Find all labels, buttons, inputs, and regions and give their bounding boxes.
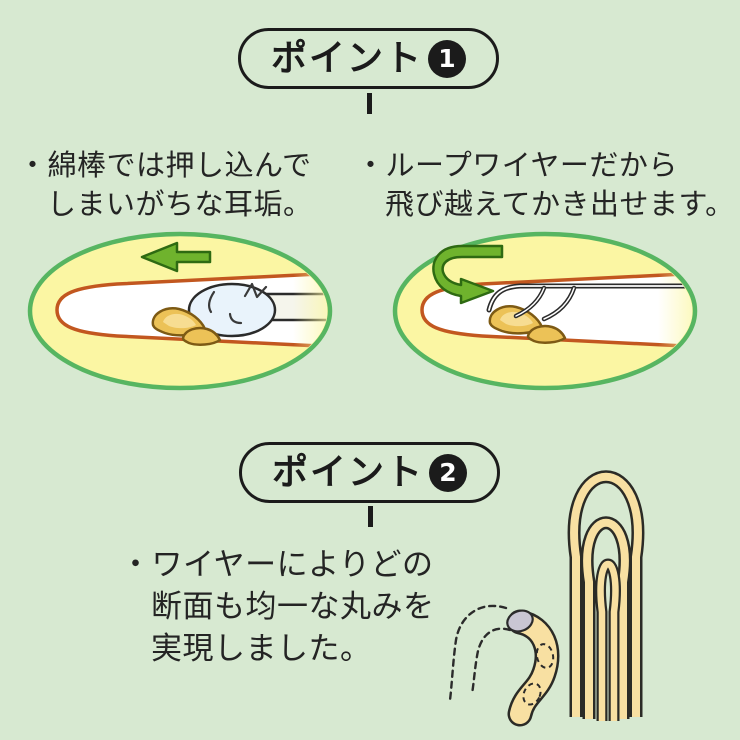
large-loop — [567, 470, 645, 717]
point1-connector-line — [367, 93, 372, 114]
note-cotton-swab: ・綿棒では押し込んで しまいがちな耳垢。 — [18, 146, 313, 224]
note-uniform-roundness-line3: 実現しました。 — [151, 631, 372, 667]
note-cotton-swab-line2: しまいがちな耳垢。 — [47, 187, 313, 221]
earwax — [151, 307, 222, 346]
note-loop-wire: ・ループワイヤーだから 飛び越えてかき出せます。 — [356, 146, 735, 224]
note-loop-wire-line2: 飛び越えてかき出せます。 — [385, 187, 735, 221]
cross-section-face — [506, 609, 534, 633]
point1-number-icon: 1 — [428, 39, 466, 78]
illustration-cotton-swab-oval — [27, 231, 333, 391]
point2-number-icon: 2 — [429, 453, 467, 492]
point1-badge: ポイント 1 — [238, 28, 499, 89]
illustration-loop-wire-oval — [392, 231, 698, 391]
illustration-nested-loop-tips — [567, 470, 645, 721]
solid-wire-tube — [507, 609, 560, 727]
medium-loop — [580, 516, 632, 719]
small-loop — [595, 558, 621, 721]
note-loop-wire-line1: ・ループワイヤーだから — [356, 148, 678, 182]
push-inward-arrow-icon — [140, 241, 212, 273]
note-uniform-roundness: ・ワイヤーによりどの 断面も均一な丸みを 実現しました。 — [120, 544, 435, 670]
note-uniform-roundness-line2: 断面も均一な丸みを — [151, 589, 435, 625]
ghost-wire-outline — [448, 604, 512, 702]
earwax — [488, 305, 567, 344]
point2-badge: ポイント 2 — [239, 442, 500, 503]
loop-wire — [486, 283, 692, 322]
swab-texture-marks — [207, 282, 268, 325]
point2-badge-label: ポイント — [271, 451, 424, 493]
hook-over-scoop-arrow-icon — [432, 244, 504, 305]
point1-badge-label: ポイント — [270, 37, 423, 79]
point2-connector-line — [368, 506, 373, 527]
note-cotton-swab-line1: ・綿棒では押し込んで — [18, 148, 312, 182]
illustration-cross-section-hook — [448, 604, 560, 727]
note-uniform-roundness-line1: ・ワイヤーによりどの — [120, 547, 434, 583]
